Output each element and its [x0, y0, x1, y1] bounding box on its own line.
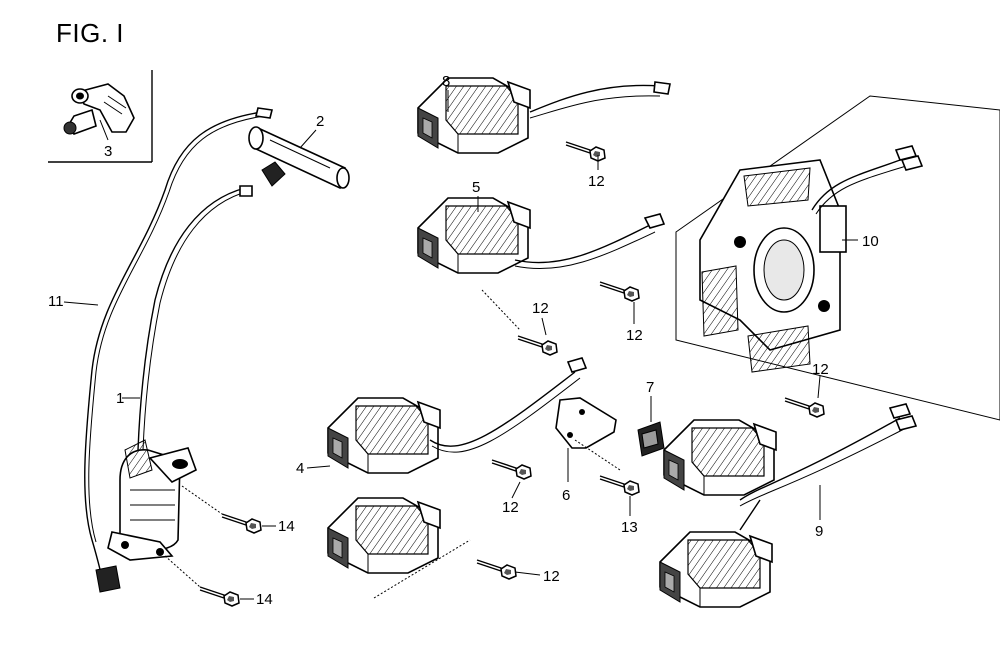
callout-12-a: 12 — [588, 173, 605, 190]
lighting-coil-upper — [663, 419, 777, 496]
callout-12-c: 12 — [532, 300, 549, 317]
callout-9: 9 — [815, 523, 823, 540]
rubber-tube — [248, 126, 350, 190]
callout-11: 11 — [48, 293, 64, 310]
coil-bracket — [555, 397, 621, 471]
lighting-coil-lower — [659, 531, 773, 608]
callout-14-a: 14 — [278, 518, 295, 535]
stator-assembly — [675, 95, 1000, 421]
bolt-12-d — [784, 397, 825, 418]
charge-coil-4 — [327, 397, 441, 474]
callout-12-b: 12 — [626, 327, 643, 344]
high-tension-wire — [137, 185, 253, 451]
bolt-12-b — [599, 281, 640, 302]
exciter-coil-8 — [417, 77, 531, 154]
wire-clip — [637, 421, 665, 457]
callout-6: 6 — [562, 487, 570, 504]
figure-title: FIG. I — [56, 18, 124, 48]
plug-cap — [63, 83, 135, 135]
bolt-14-lower — [199, 586, 240, 607]
callout-12-e: 12 — [502, 499, 519, 516]
callout-8: 8 — [442, 73, 450, 90]
callout-4: 4 — [296, 460, 304, 477]
bolt-12-a — [565, 141, 606, 162]
callout-10: 10 — [862, 233, 879, 250]
callout-7: 7 — [646, 379, 654, 396]
callout-1: 1 — [116, 390, 124, 407]
exciter-coil-5 — [417, 197, 531, 274]
callout-13: 13 — [621, 519, 638, 536]
callout-2: 2 — [316, 113, 324, 130]
bolt-14-upper — [221, 513, 262, 534]
callout-12-f: 12 — [543, 568, 560, 585]
callout-12-d: 12 — [812, 361, 829, 378]
bolt-13 — [599, 475, 640, 496]
bolt-12-f — [476, 559, 517, 580]
callout-14-b: 14 — [256, 591, 273, 608]
ignition-coil — [107, 439, 197, 561]
charge-coil-lower — [327, 497, 441, 574]
bolt-12-e — [491, 459, 532, 480]
callout-5: 5 — [472, 179, 480, 196]
inset-frame-3 — [48, 70, 153, 163]
ground-wire — [84, 107, 273, 593]
bolt-12-c — [517, 335, 558, 356]
callout-3: 3 — [104, 143, 112, 160]
